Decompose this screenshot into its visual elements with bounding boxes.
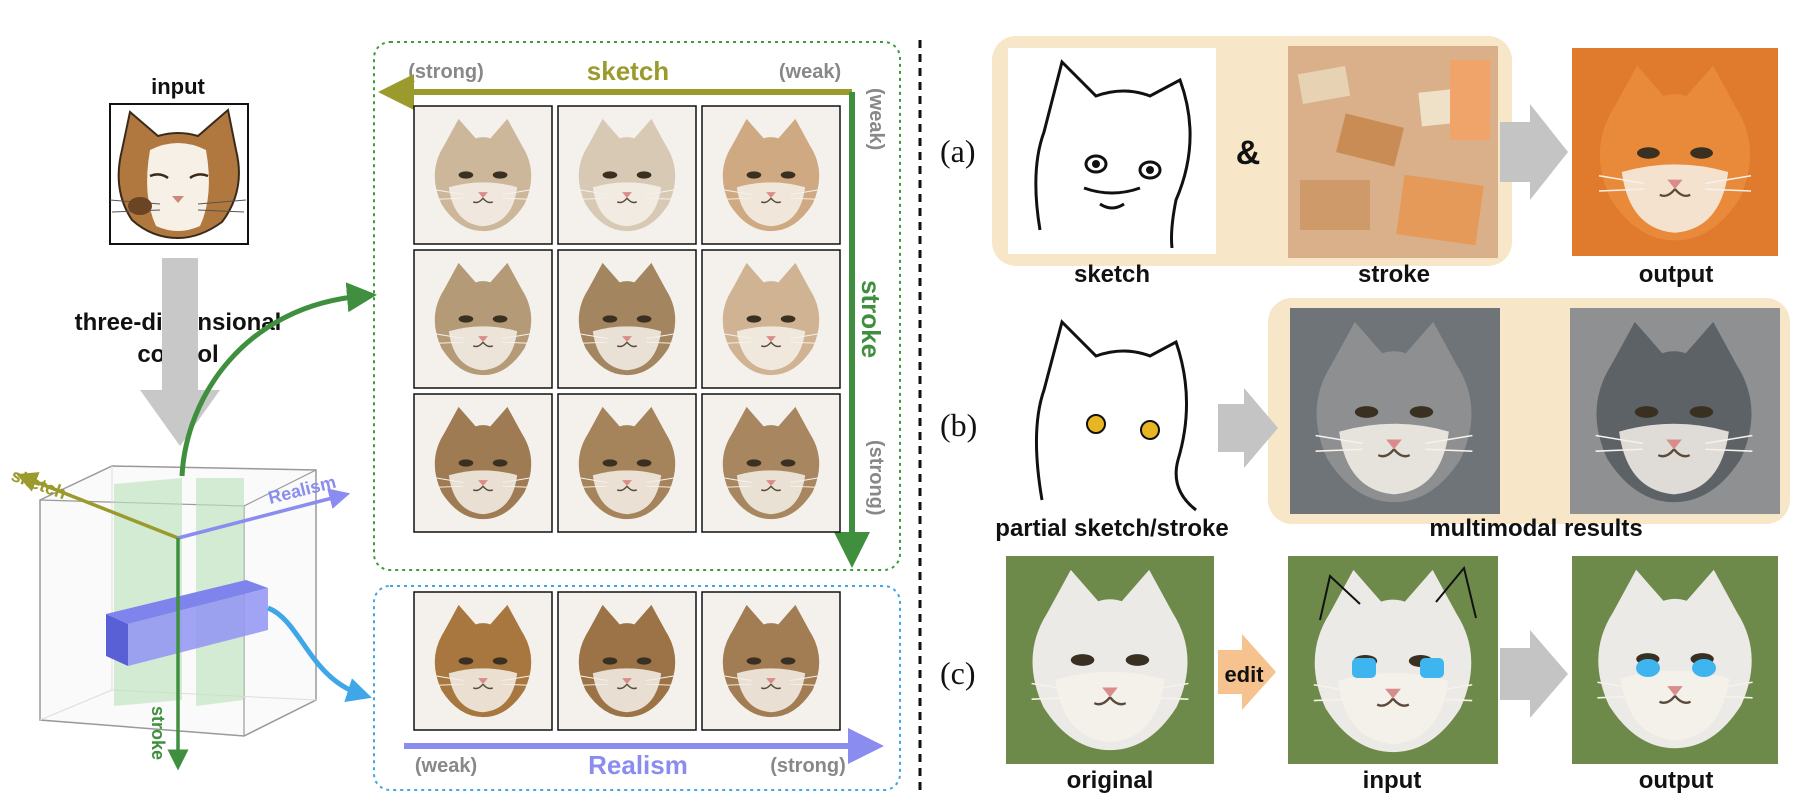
sketch-plane: [114, 478, 182, 706]
realism-axis-label: Realism: [588, 750, 688, 780]
output-c-eye-right: [1692, 659, 1716, 677]
grid-thumbnail: [557, 105, 697, 245]
cube-stroke-label: stroke: [148, 706, 168, 760]
realism-bar-end: [106, 614, 128, 666]
sketch-stroke-grid-frame: [373, 41, 901, 571]
edit-arrow: [1218, 634, 1276, 710]
partial-eye-right: [1140, 420, 1160, 440]
output-c-eye-left: [1636, 659, 1660, 677]
grid-thumbnail: [701, 393, 841, 533]
partial-eye-left: [1086, 414, 1106, 434]
realism-axis-end: (strong): [770, 755, 846, 777]
realism-row-frame: [373, 585, 901, 791]
row-a-tag: (a): [940, 133, 976, 169]
row-b-results-label: multimodal results: [1429, 515, 1642, 542]
grid-thumbnail: [413, 105, 553, 245]
sketch-axis-end: (weak): [779, 61, 841, 83]
grid-thumbnail: [701, 105, 841, 245]
stroke-patches: [1297, 60, 1490, 246]
sketch-eye-right: [1146, 166, 1154, 174]
grid-thumbnail: [557, 249, 697, 389]
edit-label: edit: [1224, 662, 1264, 687]
realism-bar-top: [106, 580, 268, 624]
row-c-arrow: [1500, 630, 1568, 718]
down-arrow: [140, 258, 220, 446]
row-c-tag: (c): [940, 655, 976, 691]
grid-thumbnail: [701, 249, 841, 389]
stroke-axis-start: (weak): [865, 88, 887, 150]
cube-to-realism-arrow: [266, 605, 372, 703]
row-a-stroke-label: stroke: [1358, 261, 1430, 288]
stroke-axis-end: (strong): [865, 440, 887, 516]
sketch-eye-left: [1092, 160, 1100, 168]
realism-bar-side: [128, 588, 268, 666]
row-a-sketch-label: sketch: [1074, 261, 1150, 288]
row-a-output-label: output: [1639, 261, 1714, 288]
sketch-axis-label: sketch: [587, 56, 669, 86]
control-cube: sketch Realism stroke: [9, 465, 351, 771]
result-thumbnail-grid: [413, 105, 841, 533]
realism-thumbnail: [701, 591, 841, 731]
sketch-drawing: [1034, 59, 1192, 249]
cube-to-grid-arrow: [179, 282, 377, 477]
row-c-input-label: input: [1363, 767, 1422, 794]
edit-eye-left: [1352, 658, 1376, 678]
row-b-tag: (b): [940, 407, 977, 443]
grid-thumbnail: [557, 393, 697, 533]
edit-ear-strokes: [1319, 565, 1477, 621]
row-b-arrow: [1218, 388, 1278, 468]
input-cat-cartoon: [109, 108, 247, 240]
row-b-sketch-label: partial sketch/stroke: [995, 515, 1228, 542]
realism-thumbnail-row: [413, 591, 841, 731]
input-label: input: [151, 74, 205, 99]
realism-thumbnail: [557, 591, 697, 731]
realism-axis-start: (weak): [415, 755, 477, 777]
row-c-original-label: original: [1067, 767, 1154, 794]
edit-eye-right: [1420, 658, 1444, 678]
row-c-output-label: output: [1639, 767, 1714, 794]
cube-sketch-label: sketch: [9, 465, 69, 503]
grid-thumbnail: [413, 249, 553, 389]
row-a-arrow: [1500, 104, 1568, 200]
partial-sketch-drawing: [1034, 319, 1197, 512]
ampersand: &: [1236, 134, 1261, 172]
cube-sketch-axis: [16, 472, 179, 540]
stroke-axis-label: stroke: [856, 280, 886, 358]
cube-realism-axis: [177, 488, 351, 540]
sketch-axis-start: (strong): [408, 61, 484, 83]
grid-thumbnail: [413, 393, 553, 533]
realism-thumbnail: [413, 591, 553, 731]
